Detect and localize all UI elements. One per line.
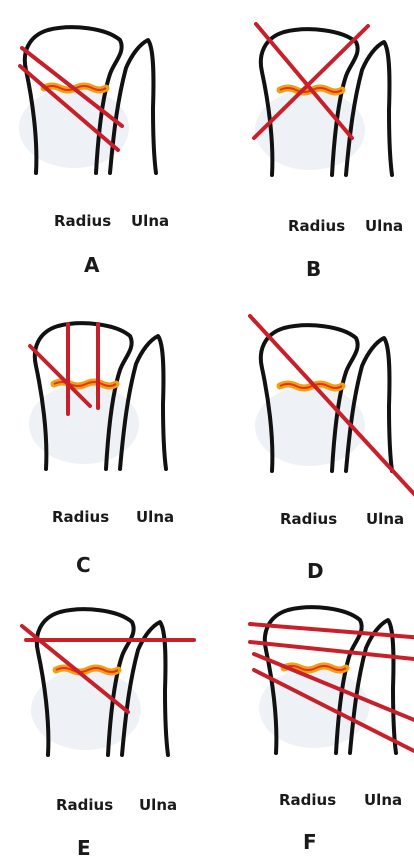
panel-e-ulna-label: Ulna xyxy=(139,798,177,813)
panel-d-letter: D xyxy=(307,561,324,581)
panel-c-ulna-label: Ulna xyxy=(136,510,174,525)
panel-f-radius-label: Radius xyxy=(279,793,336,808)
panel-b-ulna-label: Ulna xyxy=(365,219,403,234)
panel-a-radius-label: Radius xyxy=(54,214,111,229)
panel-f-diagram xyxy=(250,607,414,756)
panel-f-ulna-label: Ulna xyxy=(364,793,402,808)
panel-d-radius-label: Radius xyxy=(280,512,337,527)
panel-a-letter: A xyxy=(84,255,99,275)
panel-e-letter: E xyxy=(77,838,91,858)
panel-e-diagram xyxy=(22,609,194,755)
panel-e-radius-label: Radius xyxy=(56,798,113,813)
panel-a-diagram xyxy=(19,27,156,173)
panel-f-wire-2 xyxy=(250,642,414,660)
panel-a-ulna-label: Ulna xyxy=(131,214,169,229)
panel-c-diagram xyxy=(29,323,166,469)
panel-d-diagram xyxy=(250,316,414,496)
panel-d-ulna-label: Ulna xyxy=(366,512,404,527)
panel-f-letter: F xyxy=(303,832,317,852)
panel-b-diagram xyxy=(254,24,392,175)
panel-b-radius-label: Radius xyxy=(288,219,345,234)
panel-c-letter: C xyxy=(76,555,91,575)
panel-c-radius-label: Radius xyxy=(52,510,109,525)
panel-b-letter: B xyxy=(306,259,321,279)
